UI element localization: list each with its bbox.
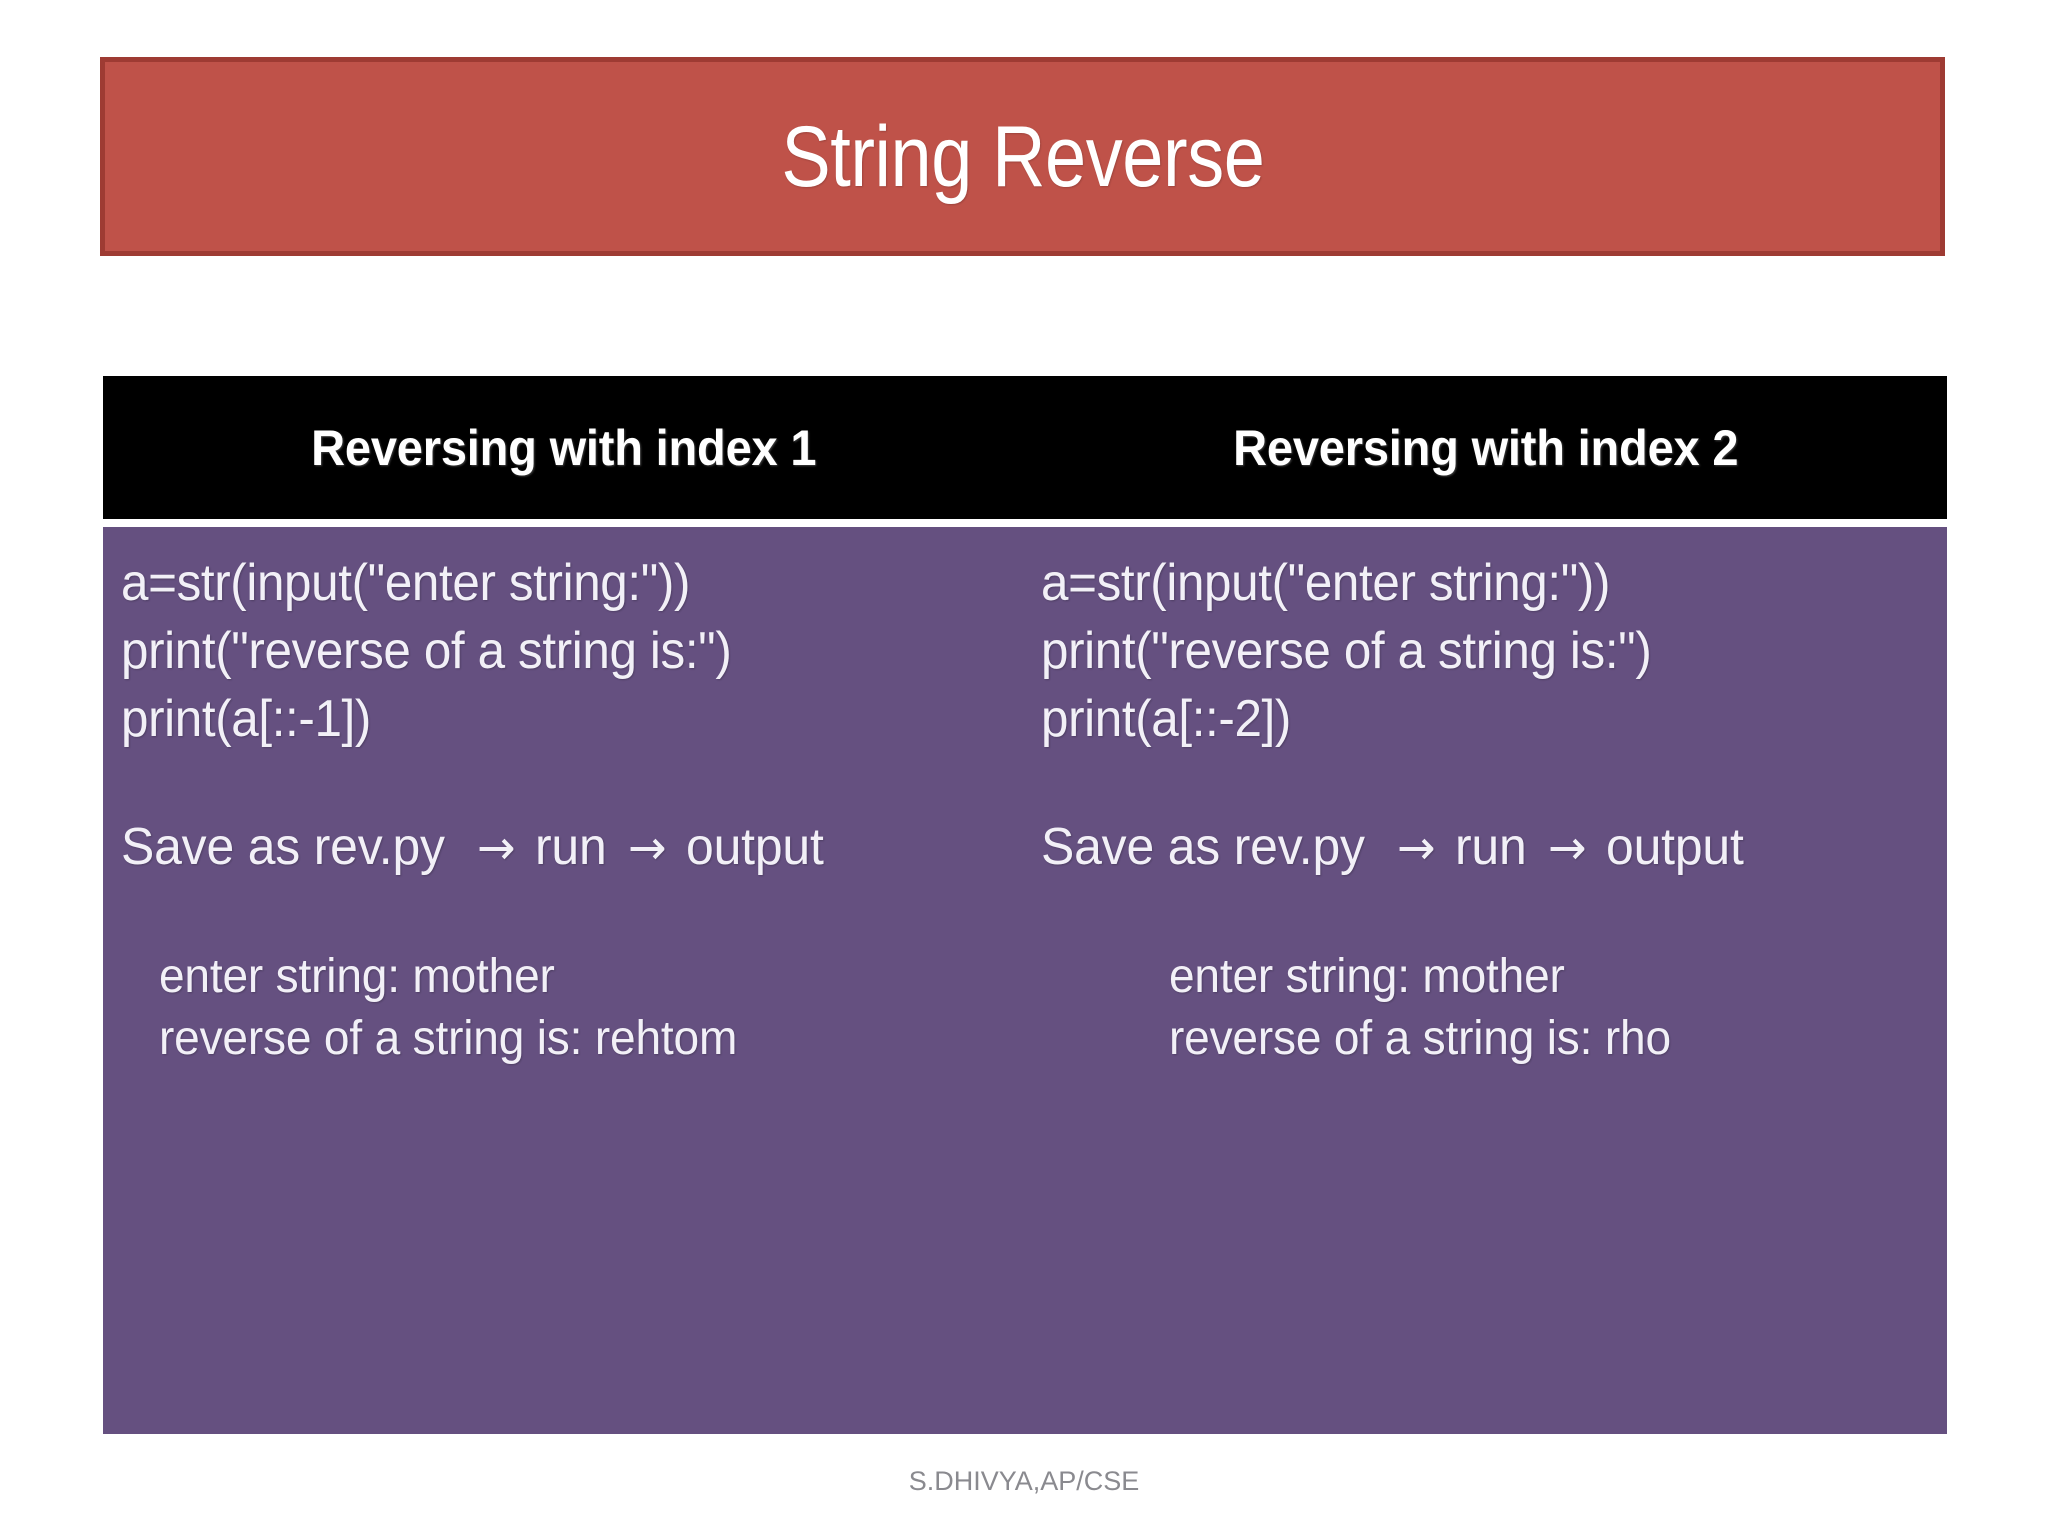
code-line-text: print("reverse of a string is:")	[1041, 622, 1652, 680]
save-as-label: Save as rev.py	[1041, 818, 1365, 876]
table-cell-index-2: a=str(input("enter string:")) print("rev…	[1025, 527, 1947, 1434]
column-header-index-1: Reversing with index 1	[103, 376, 1025, 519]
code-flow-spacer	[1041, 753, 1947, 813]
code-line: a=str(input("enter string:"))	[121, 549, 1025, 617]
code-line: print("reverse of a string is:")	[1041, 617, 1947, 685]
code-line-text: a=str(input("enter string:"))	[121, 554, 691, 612]
code-line-text: print("reverse of a string is:")	[121, 622, 732, 680]
run-label: run	[534, 818, 607, 876]
console-output-text: enter string: mother	[159, 950, 555, 1003]
table-cell-index-1: a=str(input("enter string:")) print("rev…	[103, 527, 1025, 1434]
save-as-label: Save as rev.py	[121, 818, 445, 876]
table-header-divider	[103, 519, 1947, 527]
table-body-row: a=str(input("enter string:")) print("rev…	[103, 527, 1947, 1434]
arrow-right-icon: →	[476, 820, 515, 876]
console-output-line: reverse of a string is: rho	[1169, 1008, 1947, 1070]
workflow-line: Save as rev.py → run → output	[1041, 813, 1947, 882]
run-label: run	[1454, 818, 1527, 876]
arrow-right-icon: →	[1547, 820, 1586, 876]
console-output-text: reverse of a string is: rehtom	[159, 1012, 738, 1065]
slide-footer: S.DHIVYA,AP/CSE	[908, 1466, 1140, 1496]
table-header-row: Reversing with index 1 Reversing with in…	[103, 376, 1947, 519]
console-output-block: enter string: mother reverse of a string…	[121, 946, 1025, 1070]
console-output-line: enter string: mother	[1169, 946, 1947, 1008]
code-line: a=str(input("enter string:"))	[1041, 549, 1947, 617]
code-flow-spacer	[121, 753, 1025, 813]
console-output-line: enter string: mother	[159, 946, 1025, 1008]
console-output-text: reverse of a string is: rho	[1169, 1012, 1671, 1065]
code-line: print(a[::-2])	[1041, 685, 1947, 753]
column-header-index-2-label: Reversing with index 2	[1233, 419, 1739, 476]
console-output-line: reverse of a string is: rehtom	[159, 1008, 1025, 1070]
arrow-right-icon: →	[1396, 820, 1435, 876]
slide-title-banner: String Reverse	[100, 57, 1945, 256]
page-title: String Reverse	[780, 108, 1265, 205]
column-header-index-1-label: Reversing with index 1	[311, 419, 817, 476]
code-line: print("reverse of a string is:")	[121, 617, 1025, 685]
workflow-line: Save as rev.py → run → output	[121, 813, 1025, 882]
code-line-text: print(a[::-2])	[1041, 690, 1291, 748]
output-label: output	[1605, 818, 1744, 876]
console-output-block: enter string: mother reverse of a string…	[1041, 946, 1947, 1070]
console-output-text: enter string: mother	[1169, 950, 1565, 1003]
code-line-text: print(a[::-1])	[121, 690, 371, 748]
code-line-text: a=str(input("enter string:"))	[1041, 554, 1611, 612]
comparison-table: Reversing with index 1 Reversing with in…	[103, 376, 1947, 1434]
code-line: print(a[::-1])	[121, 685, 1025, 753]
arrow-right-icon: →	[627, 820, 666, 876]
column-header-index-2: Reversing with index 2	[1025, 376, 1947, 519]
output-label: output	[685, 818, 824, 876]
